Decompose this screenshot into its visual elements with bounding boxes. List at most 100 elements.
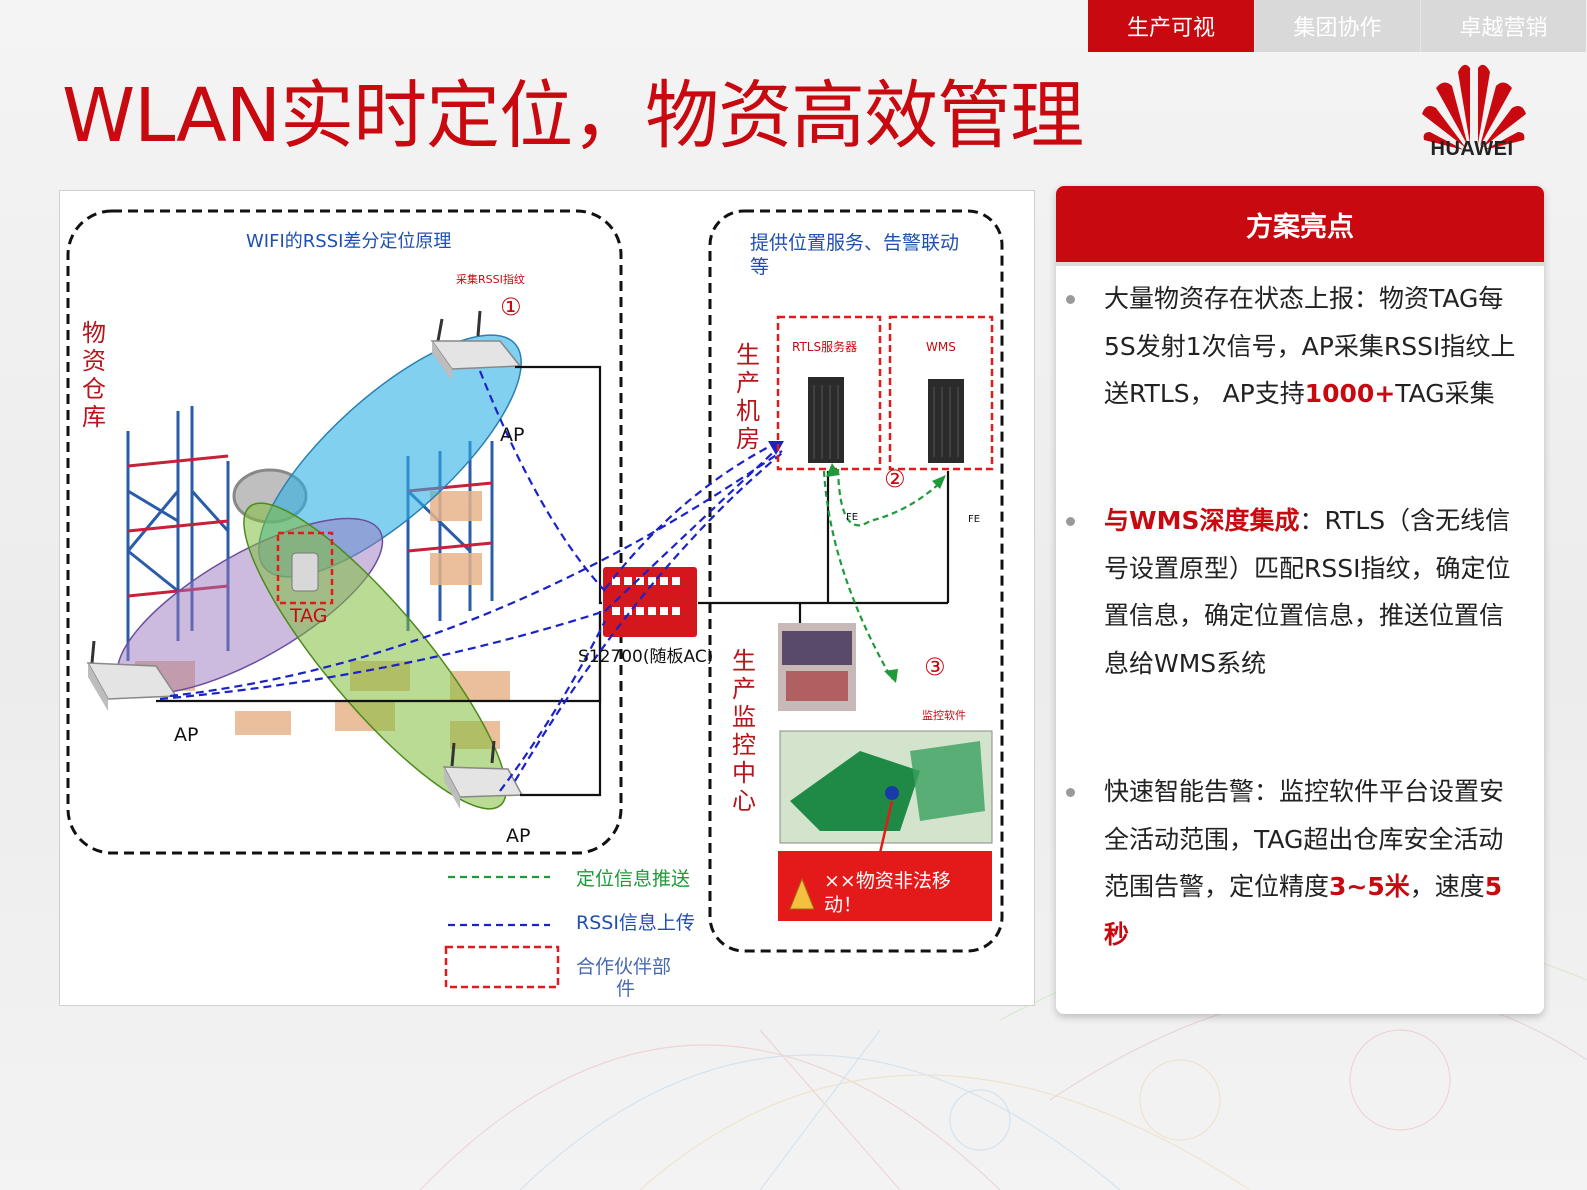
highlight-emphasis: 1000+ [1304,379,1396,408]
highlight-text: 范围告警，定位精度 [1104,872,1330,901]
step2-number: ② [884,465,906,493]
huawei-logo-icon [1422,64,1526,150]
access-point-left [86,640,178,711]
warehouse-title: WIFI的RSSI差分定位原理 [246,231,451,252]
room-char-2: 产 [736,369,760,397]
bullet-dot-icon [1066,517,1075,526]
monitor-char-5: 中 [732,759,756,787]
legend-blue-label: RSSI信息上传 [576,912,695,934]
ap-label-bottom: AP [506,825,530,847]
huawei-logo-text: HUAWEI [1430,138,1514,160]
location-push-lines [822,468,943,680]
highlight-emphasis: 与WMS深度集成 [1104,506,1300,535]
tag-partner-box [276,531,334,605]
bullet-dot-icon [1066,295,1075,304]
rtls-server-icon [808,377,844,463]
highlight-line: 秒 [1104,911,1534,959]
rssi-arrow-head [768,441,784,455]
highlight-line: 范围告警，定位精度3~5米，速度5 [1104,863,1534,911]
header-divider [1056,262,1544,266]
highlight-line: 快速智能告警：监控软件平台设置安 [1104,768,1534,816]
room-char-1: 生 [736,341,760,369]
service-region [708,209,1004,953]
highlight-item-3: 快速智能告警：监控软件平台设置安全活动范围，TAG超出仓库安全活动范围告警，定位… [1066,768,1534,959]
highlight-line: 置信息，确定位置信息，推送位置信 [1104,592,1534,640]
monitor-software-label: 监控软件 [922,708,966,722]
page-title: WLAN实时定位，物资高效管理 [62,73,1084,159]
tab-excellent-marketing[interactable]: 卓越营销 [1420,0,1586,52]
monitor-char-3: 监 [732,703,756,731]
monitor-char-6: 心 [732,787,756,815]
warehouse-side-char-1: 物 [82,319,106,347]
highlight-line: 5S发射1次信号，AP采集RSSI指纹上 [1104,323,1534,371]
ap-label-top: AP [500,424,524,446]
tag-device-icon [291,552,319,592]
bullet-dot-icon [1066,788,1075,797]
rtls-partner-box [776,315,882,471]
highlight-line: 大量物资存在状态上报：物资TAG每 [1104,275,1534,323]
alarm-box [778,851,992,921]
alarm-text-line2: 动！ [824,894,862,916]
tab-production-visual[interactable]: 生产可视 [1088,0,1254,52]
highlights-header: 方案亮点 [1056,186,1544,262]
s12700-switch-icon [603,567,697,637]
warehouse-side-char-3: 仓 [82,375,106,403]
highlight-text: 全活动范围，TAG超出仓库安全活动 [1104,824,1504,854]
tag-label: TAG [289,605,328,627]
highlight-text: 5S发射1次信号，AP采集RSSI指纹上 [1104,331,1516,361]
monitor-char-1: 生 [732,647,756,675]
warehouse-region [66,209,623,855]
service-title-line1: 提供位置服务、告警联动 [750,232,959,254]
monitoring-software-screen [779,730,993,844]
highlight-line: 息给WMS系统 [1104,640,1534,688]
fe-label-left: FE [846,512,858,523]
highlight-text: 置信息，确定位置信息，推送位置信 [1104,601,1505,630]
legend-red-label-line1: 合作伙伴部 [576,956,671,978]
top-nav: 生产可视 集团协作 卓越营销 [1088,0,1587,52]
room-char-3: 机 [736,397,760,425]
highlight-text: ：RTLS（含无线信 [1299,506,1511,535]
highlight-text: 送RTLS， AP支持 [1104,379,1305,408]
push-arrow-head-rtls [826,463,840,477]
warehouse-side-char-2: 资 [82,347,106,375]
rtls-server-label: RTLS服务器 [792,339,857,354]
warning-icon [789,877,815,910]
highlight-line: 与WMS深度集成：RTLS（含无线信 [1104,497,1534,545]
highlight-line: 全活动范围，TAG超出仓库安全活动 [1104,816,1534,864]
architecture-diagram: WIFI的RSSI差分定位原理 采集RSSI指纹 ① 物 资 仓 库 AP AP… [59,190,1035,1006]
push-arrow-head-wms [932,475,946,489]
rssi-upload-lines [159,370,783,792]
monitoring-center-photo [778,623,856,711]
fe-label-right: FE [968,514,980,525]
highlight-emphasis: 5 [1484,872,1503,901]
network-wiring [156,365,950,797]
step3-number: ③ [924,653,946,681]
highlight-text: 快速智能告警：监控软件平台设置安 [1104,777,1505,806]
ap-label-left: AP [174,724,198,746]
highlight-line: 送RTLS， AP支持1000+TAG采集 [1104,370,1534,418]
highlight-emphasis: 3~5米 [1329,872,1410,901]
highlight-text: 号设置原型）匹配RSSI指纹，确定位 [1104,553,1511,583]
legend-red-swatch [444,945,560,989]
legend-green-label: 定位信息推送 [576,868,690,890]
wms-label: WMS [926,340,956,354]
wms-partner-box [888,315,994,471]
step1-number: ① [500,293,522,321]
monitor-char-2: 产 [732,675,756,703]
tab-group-collaboration[interactable]: 集团协作 [1254,0,1420,52]
diagram-canvas: WIFI的RSSI差分定位原理 采集RSSI指纹 ① 物 资 仓 库 AP AP… [66,209,1004,1000]
service-title-line2: 等 [750,256,769,278]
alarm-text-line1: ××物资非法移 [824,870,951,892]
highlight-text: 大量物资存在状态上报：物资TAG每 [1104,284,1504,313]
push-arrow-head-monitor [884,669,898,683]
monitor-char-4: 控 [732,731,756,759]
highlight-text: 息给WMS系统 [1104,648,1267,678]
highlights-panel: 方案亮点 大量物资存在状态上报：物资TAG每 5S发射1次信号，AP采集RSSI指… [1056,186,1544,1014]
switch-label: S12700(随板AC) [578,647,713,667]
room-char-4: 房 [736,425,760,453]
highlight-text: ，速度 [1409,872,1485,901]
legend-red-label-line2: 件 [616,978,635,1000]
warehouse-side-char-4: 库 [82,403,106,431]
highlight-emphasis: 秒 [1104,919,1130,949]
